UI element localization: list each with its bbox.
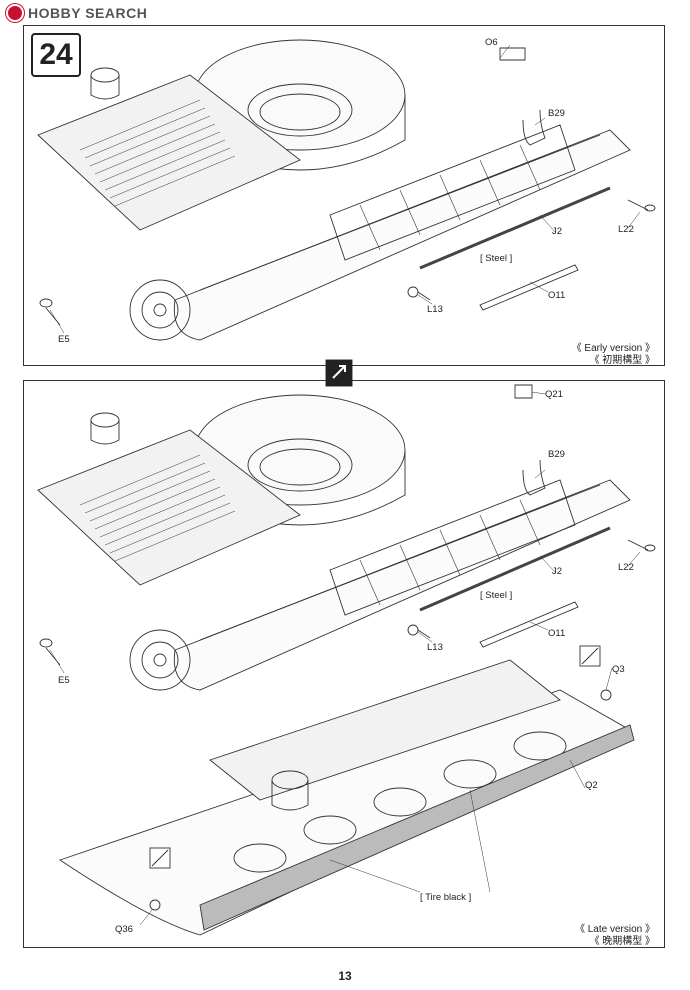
part-label-b29: B29 [548, 108, 565, 119]
part-label-q3: Q3 [612, 664, 625, 675]
part-label-l13: L13 [427, 304, 443, 315]
late-version-label-jp: 《 晚期構型 》 [589, 936, 655, 947]
part-label-l13-late: L13 [427, 642, 443, 653]
part-label-j2: J2 [552, 226, 563, 237]
early-version-label-jp: 《 初期構型 》 [589, 355, 655, 366]
page-number: 13 [338, 969, 352, 983]
paint-label-tire-black: [ Tire black ] [420, 892, 472, 903]
part-label-q2: Q2 [585, 780, 598, 791]
part-label-o11: O11 [548, 290, 566, 301]
part-label-q21: Q21 [545, 389, 563, 400]
part-label-l22: L22 [618, 224, 634, 235]
logo-icon [6, 4, 24, 22]
part-label-j2-late: J2 [552, 566, 563, 577]
late-version-label: 《 Late version 》 [574, 924, 655, 935]
part-label-o11-late: O11 [548, 628, 566, 639]
late-lower-hull-drawing [58, 645, 635, 936]
early-hull-drawing [37, 39, 656, 341]
hobby-search-logo: HOBBY SEARCH [6, 4, 147, 22]
step-number: 24 [31, 33, 81, 77]
part-label-e5-late: E5 [58, 675, 70, 686]
paint-label-steel-late: [ Steel ] [480, 590, 513, 601]
part-label-q36: Q36 [115, 924, 133, 935]
logo-text: HOBBY SEARCH [28, 5, 148, 21]
paint-label-steel: [ Steel ] [480, 253, 513, 264]
part-label-e5: E5 [58, 334, 70, 345]
part-label-b29-late: B29 [548, 449, 565, 460]
part-label-l22-late: L22 [618, 562, 634, 573]
late-hull-drawing [37, 384, 656, 691]
part-label-o6: O6 [485, 37, 498, 48]
early-version-label: 《 Early version 》 [571, 343, 655, 354]
